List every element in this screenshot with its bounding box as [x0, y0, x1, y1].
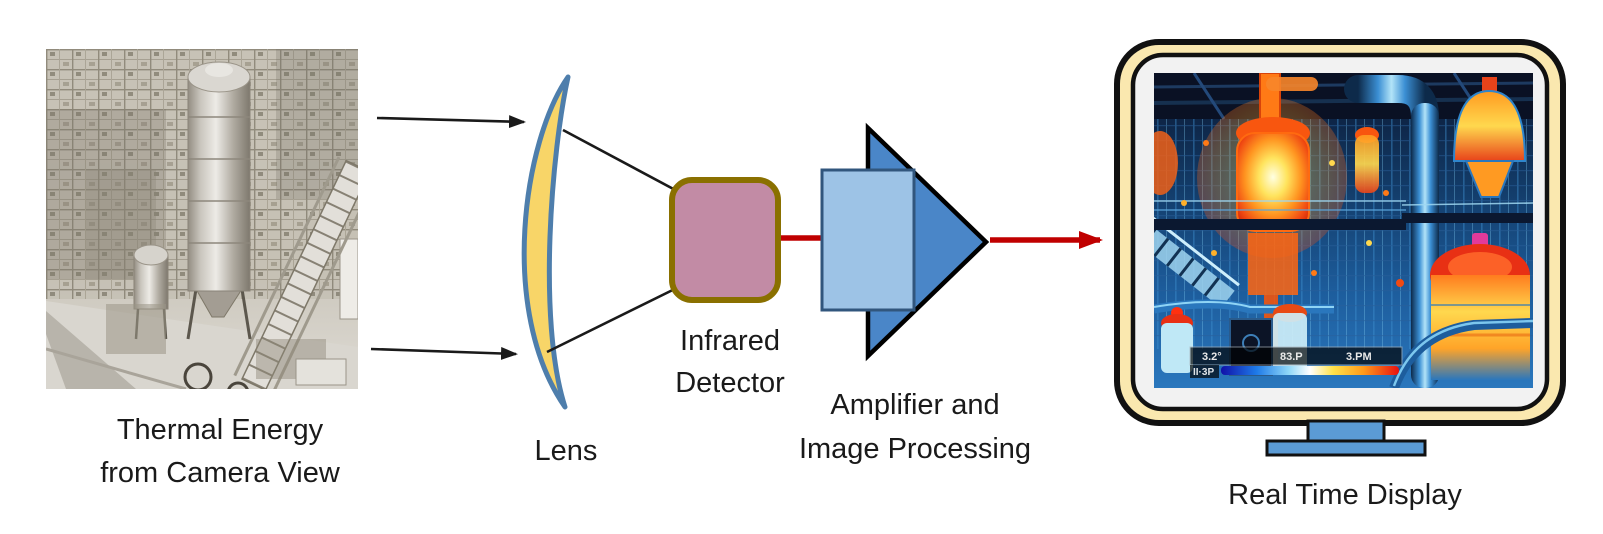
label-detector-line1: Infrared [680, 325, 780, 357]
hud-reading-center: 83.P [1280, 351, 1303, 363]
amplifier-rectangle [820, 168, 916, 312]
hud-reading-left: 3.2° [1202, 351, 1222, 363]
hud-scale-label: II·3P [1193, 367, 1214, 378]
arrow-source-to-lens-bottom [370, 346, 518, 360]
detector-shape [669, 177, 781, 303]
hud-reading-right: 3.PM [1346, 351, 1372, 363]
arrow-lens-to-detector-bottom [546, 277, 697, 354]
thermal-cone-tank [1452, 77, 1527, 198]
thermal-hot-vessel [1197, 73, 1347, 375]
amplifier-shape [820, 122, 990, 362]
arrow-source-to-lens-top [376, 115, 526, 129]
label-detector-line2: Detector [675, 367, 785, 399]
label-display: Real Time Display [1228, 479, 1462, 511]
hud-color-scale-bar [1221, 366, 1399, 375]
lens-shape [521, 74, 571, 410]
factory-photo [46, 49, 358, 389]
factory-staircase [233, 156, 358, 389]
factory-silo [186, 61, 252, 340]
label-lens: Lens [534, 435, 598, 467]
thermal-image: 3.2° 83.P 3.PM II·3P [1154, 73, 1533, 388]
label-amplifier-line1: Amplifier and [830, 389, 1000, 421]
monitor-stand-base [1265, 439, 1427, 457]
thermal-dome-tank [1430, 233, 1530, 380]
thermal-hud: 3.2° 83.P 3.PM II·3P [1189, 346, 1403, 378]
label-source-line2: from Camera View [100, 457, 340, 489]
monitor-stand-neck [1306, 419, 1386, 444]
label-amplifier-line2: Image Processing [798, 433, 1032, 465]
label-source-line1: Thermal Energy [116, 414, 324, 446]
